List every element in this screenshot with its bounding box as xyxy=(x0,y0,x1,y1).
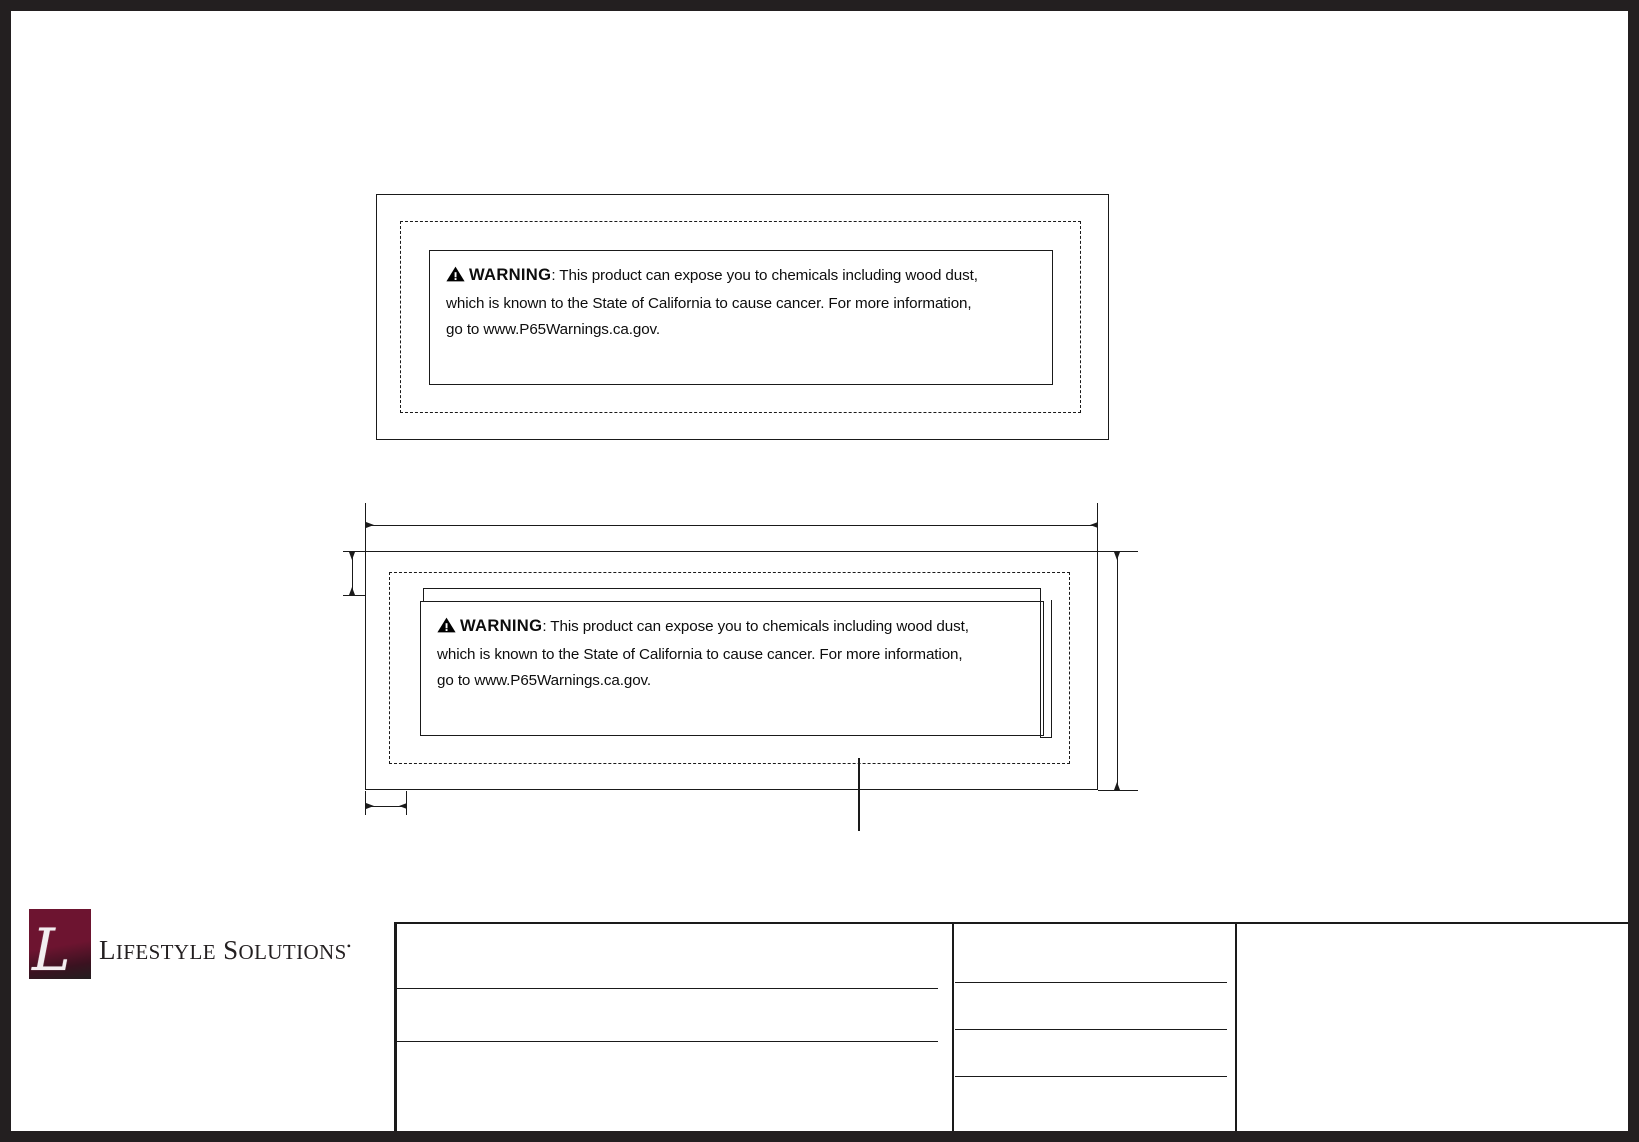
dim-top-margin-line xyxy=(352,551,354,596)
dim-top-margin-arrow-up xyxy=(349,552,355,560)
warning-triangle-icon xyxy=(446,266,465,286)
logo-mark: L xyxy=(29,909,91,979)
view-bottom-warning-label-box: WARNING: This product can expose you to … xyxy=(420,601,1044,736)
warning-line-3: go to www.P65Warnings.ca.gov. xyxy=(446,321,1036,338)
logo-word1-rest: IFESTYLE xyxy=(115,940,216,964)
dim-left-margin-ext-1 xyxy=(365,791,367,815)
logo-word2-rest: OLUTIONS xyxy=(238,940,347,964)
warning-text-line-1: This product can expose you to chemicals… xyxy=(559,267,978,284)
dim-top-margin-arrow-down xyxy=(349,587,355,595)
dim-overall-height-line xyxy=(1117,551,1119,791)
warning-text-line-2: which is known to the State of Californi… xyxy=(437,646,963,663)
view-bottom-offset-line-bottom xyxy=(1040,737,1052,739)
title-block-left-rule-2 xyxy=(397,1041,938,1043)
title-block-middle-rule-3 xyxy=(955,1076,1227,1078)
leader-line-vertical xyxy=(858,758,860,831)
title-block-right-row1[interactable] xyxy=(1243,926,1623,1126)
title-block-left-divider xyxy=(394,922,397,1131)
logo-word2-cap: S xyxy=(223,935,239,965)
view-bottom-outer-box xyxy=(365,551,1098,790)
title-block-middle-row4[interactable] xyxy=(959,1080,1229,1120)
logo-wordmark: LIFESTYLE SOLUTIONS• xyxy=(99,935,351,966)
warning-line-2-b: which is known to the State of Californi… xyxy=(437,646,1027,663)
dim-left-margin-arrow-right xyxy=(399,803,407,809)
warning-triangle-icon xyxy=(437,617,456,637)
warning-text-line-3: go to www.P65Warnings.ca.gov. xyxy=(446,321,661,338)
dim-height-arrow-top xyxy=(1114,552,1120,560)
title-block-left-row1[interactable] xyxy=(402,926,942,988)
warning-text-line-2: which is known to the State of Californi… xyxy=(446,295,972,312)
warning-line-3-b: go to www.P65Warnings.ca.gov. xyxy=(437,672,1027,689)
dim-width-arrow-right xyxy=(1090,522,1098,528)
title-block-divider-2 xyxy=(1235,922,1237,1131)
warning-heading: WARNING xyxy=(460,616,543,635)
title-block-middle-rule-1 xyxy=(955,982,1227,984)
dim-width-ext-left xyxy=(365,503,367,559)
view-bottom-offset-line-right xyxy=(1040,588,1042,737)
title-block-middle-row1[interactable] xyxy=(959,926,1229,984)
view-top-warning-label-box: WARNING: This product can expose you to … xyxy=(429,250,1053,385)
dim-height-arrow-bottom xyxy=(1114,782,1120,790)
title-block-left-row2[interactable] xyxy=(402,992,942,1041)
title-block-left-rule-1 xyxy=(397,988,938,990)
warning-line-1-b: WARNING: This product can expose you to … xyxy=(437,616,1027,637)
dim-left-margin-line xyxy=(365,806,407,808)
view-bottom-warning-text: WARNING: This product can expose you to … xyxy=(421,602,1043,701)
warning-text-line-3: go to www.P65Warnings.ca.gov. xyxy=(437,672,652,689)
view-bottom-offset-line-left xyxy=(423,588,425,601)
logo-monogram-glyph: L xyxy=(32,916,71,979)
title-block-top-rule xyxy=(394,922,1628,924)
dim-left-margin-arrow-left xyxy=(366,803,374,809)
title-block-middle-row3[interactable] xyxy=(959,1033,1229,1077)
view-bottom-offset-line-top xyxy=(423,588,1041,590)
view-bottom-dashed-box xyxy=(389,572,1070,764)
view-bottom-offset-line-right-2 xyxy=(1051,600,1053,737)
warning-separator: : xyxy=(551,267,556,284)
view-top-dashed-box xyxy=(400,221,1081,413)
dim-top-margin-ext-lower xyxy=(343,595,365,597)
warning-line-2: which is known to the State of Californi… xyxy=(446,295,1036,312)
dim-top-margin-ext-upper xyxy=(343,551,365,553)
view-top-warning-text: WARNING: This product can expose you to … xyxy=(430,251,1052,350)
logo-word1-cap: L xyxy=(99,935,116,965)
title-block-middle-row2[interactable] xyxy=(959,986,1229,1030)
warning-heading: WARNING xyxy=(469,265,552,284)
title-block-middle-rule-2 xyxy=(955,1029,1227,1031)
dim-width-arrow-left xyxy=(366,522,374,528)
title-block-divider-1 xyxy=(952,922,954,1131)
warning-text-line-1: This product can expose you to chemicals… xyxy=(550,618,969,635)
dim-width-ext-right xyxy=(1097,503,1099,559)
warning-line-1: WARNING: This product can expose you to … xyxy=(446,265,1036,286)
warning-separator: : xyxy=(542,618,547,635)
view-top-outer-box xyxy=(376,194,1109,440)
title-block-left-row3[interactable] xyxy=(402,1045,942,1105)
dim-overall-width-line xyxy=(365,525,1098,527)
registered-mark-icon: • xyxy=(346,939,352,953)
